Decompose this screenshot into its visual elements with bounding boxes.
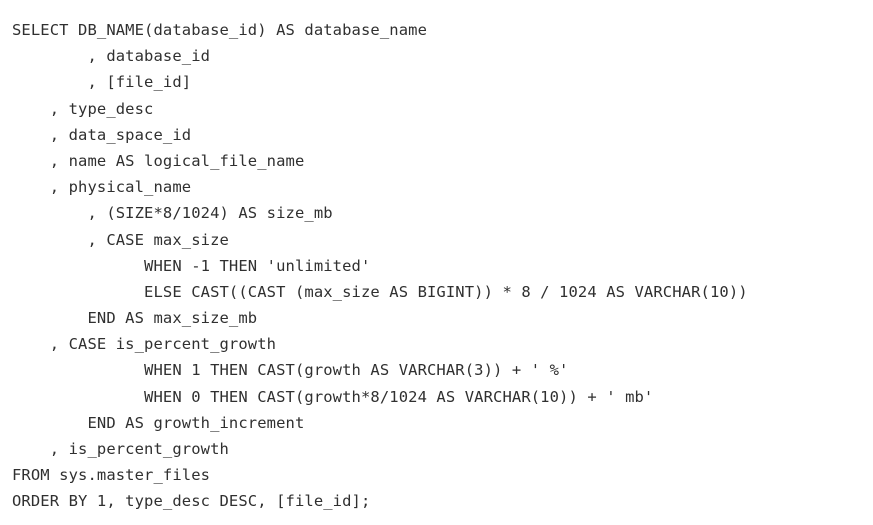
- code-line: FROM sys.master_files: [12, 466, 211, 485]
- code-line: , name AS logical_file_name: [12, 151, 305, 170]
- code-line: WHEN -1 THEN 'unlimited': [12, 256, 371, 275]
- code-line: , data_space_id: [12, 125, 192, 144]
- code-line: , physical_name: [12, 178, 192, 197]
- code-line: ORDER BY 1, type_desc DESC, [file_id];: [12, 492, 371, 511]
- code-line: WHEN 1 THEN CAST(growth AS VARCHAR(3)) +…: [12, 361, 569, 380]
- code-line: END AS growth_increment: [12, 413, 305, 432]
- code-line: END AS max_size_mb: [12, 309, 258, 328]
- code-line: ELSE CAST((CAST (max_size AS BIGINT)) * …: [12, 282, 748, 301]
- code-line: , CASE max_size: [12, 230, 229, 249]
- code-line: , type_desc: [12, 99, 154, 118]
- code-line: SELECT DB_NAME(database_id) AS database_…: [12, 21, 427, 39]
- code-line: , CASE is_percent_growth: [12, 335, 277, 354]
- code-line: WHEN 0 THEN CAST(growth*8/1024 AS VARCHA…: [12, 387, 654, 406]
- code-line: , is_percent_growth: [12, 440, 229, 458]
- code-line: , (SIZE*8/1024) AS size_mb: [12, 204, 333, 223]
- code-line: , [file_id]: [12, 73, 192, 92]
- code-line: , database_id: [12, 47, 211, 66]
